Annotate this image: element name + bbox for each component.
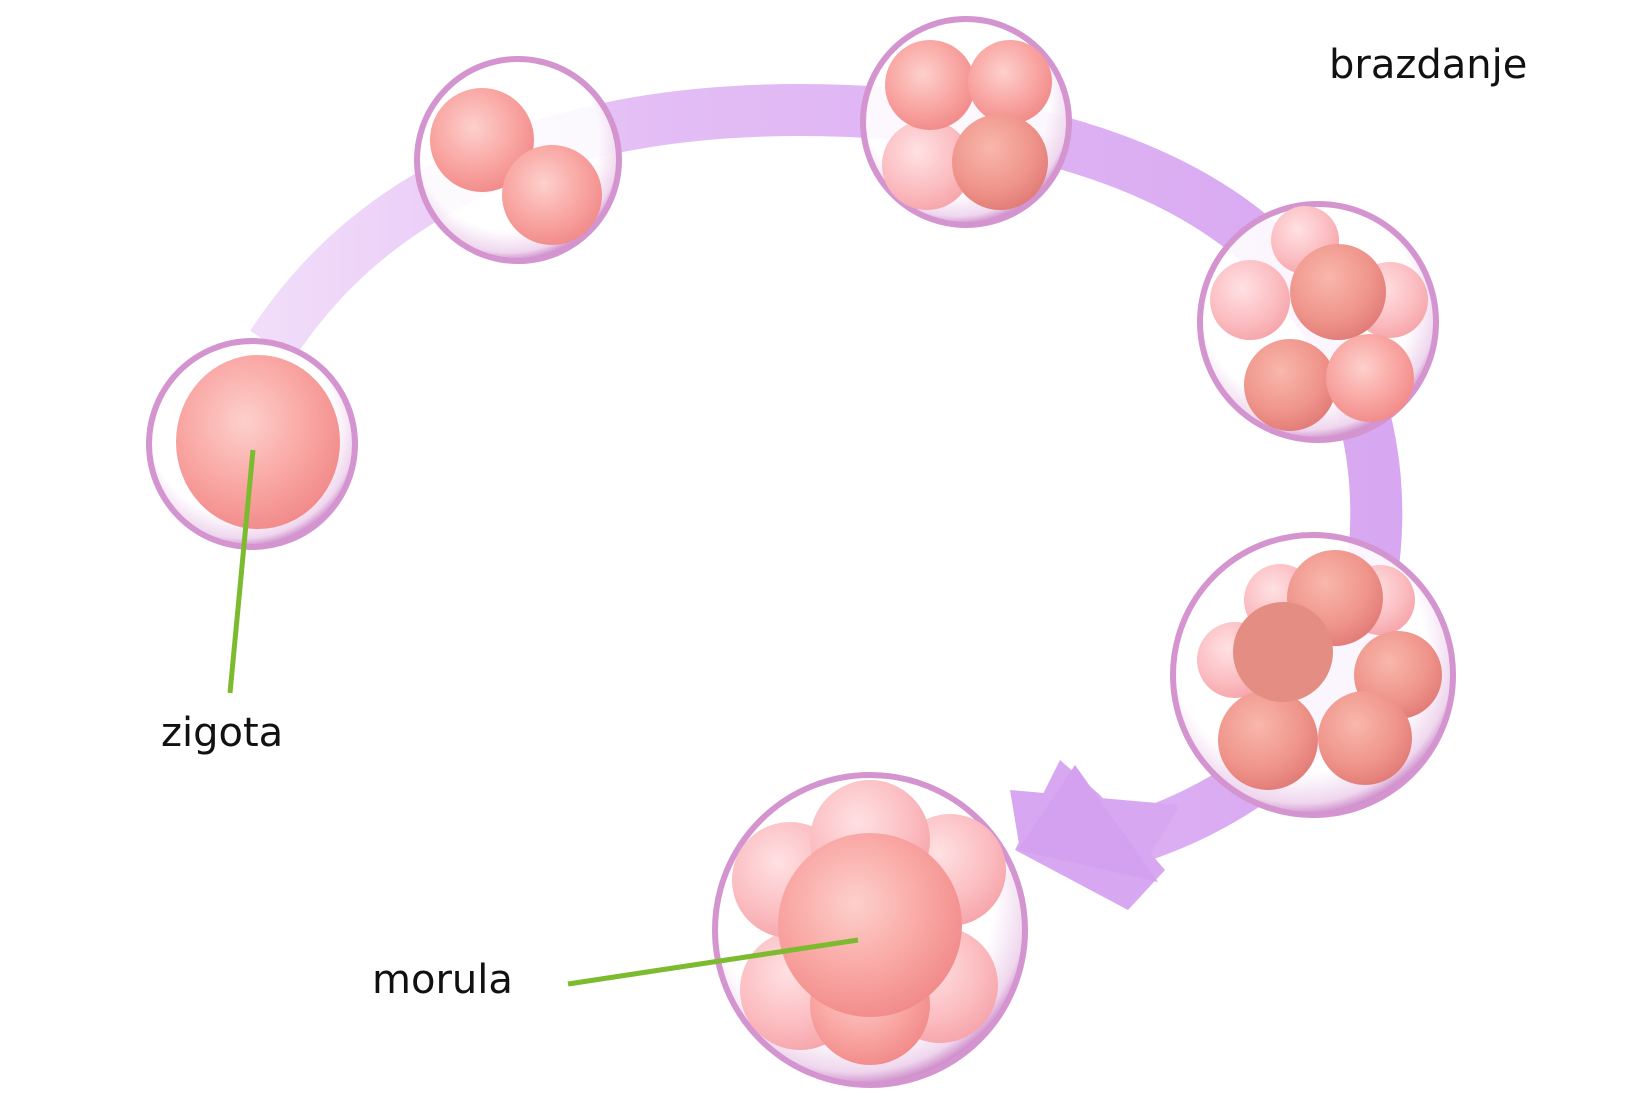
morula-stage xyxy=(712,772,1028,1088)
zygote-label: zigota xyxy=(161,710,284,756)
zygote-stage xyxy=(146,338,358,550)
zygote-pointer-line xyxy=(227,449,256,694)
four-cell-stage xyxy=(860,16,1072,228)
sixteen-cell-stage xyxy=(1170,532,1456,818)
cleavage-label: brazdanje xyxy=(1329,42,1528,88)
two-cell-stage xyxy=(414,56,622,264)
morula-pointer-line xyxy=(567,937,859,987)
eight-cell-stage xyxy=(1197,201,1439,443)
morula-label: morula xyxy=(372,957,513,1003)
arrowhead xyxy=(1018,765,1158,882)
